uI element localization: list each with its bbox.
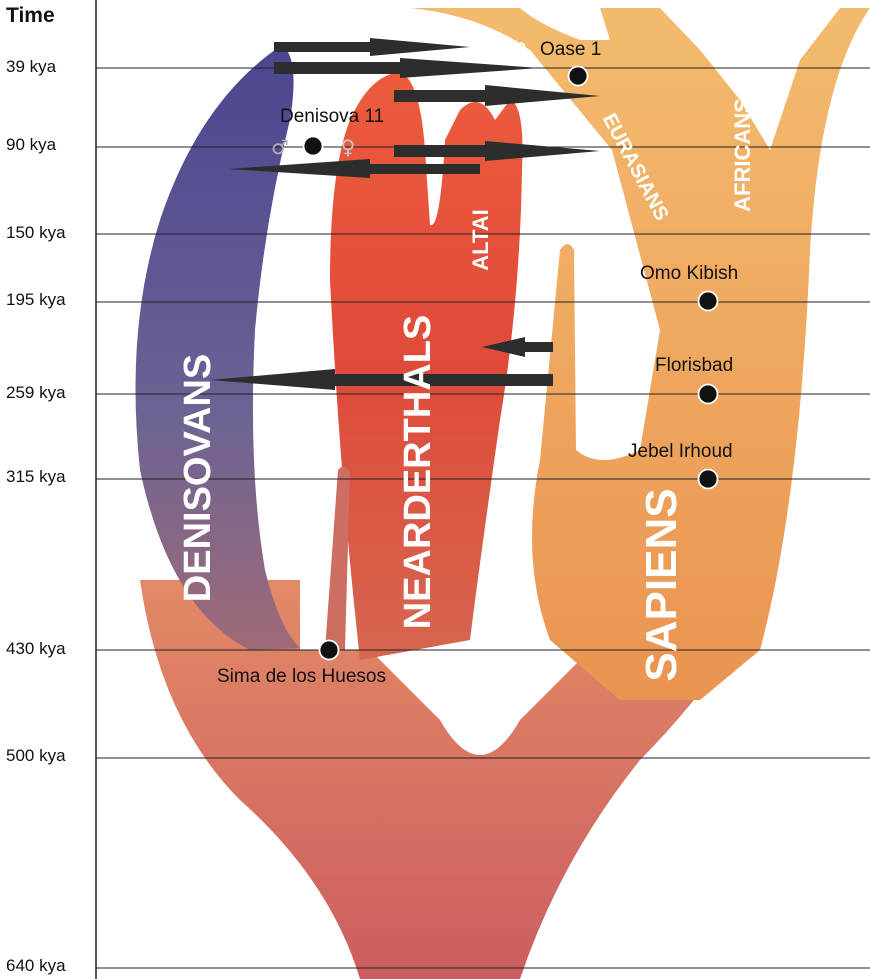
label-sapiens: SAPIENS — [637, 488, 686, 681]
label-neanderthals: NEARDERTHALS — [397, 315, 439, 630]
arrow-den-to-oase — [274, 58, 540, 78]
label-africans: AFRICANS — [730, 98, 755, 212]
tick-315: 315 kya — [6, 467, 66, 487]
female-symbol: ♀ — [341, 135, 356, 159]
axis-title: Time — [6, 4, 55, 28]
tick-500: 500 kya — [6, 746, 66, 766]
site-dot-florisbad — [699, 385, 718, 404]
site-dot-omo — [699, 292, 718, 311]
site-label-denisova: Denisova 11 — [280, 106, 384, 128]
tick-430: 430 kya — [6, 639, 66, 659]
site-label-sima: Sima de los Huesos — [217, 666, 386, 688]
site-label-jebel: Jebel Irhoud — [628, 441, 733, 463]
label-denisovans: DENISOVANS — [177, 354, 219, 602]
tick-150: 150 kya — [6, 223, 66, 243]
site-dot-jebel — [699, 470, 718, 489]
male-symbol: ♂ — [271, 135, 289, 159]
site-dot-sima — [320, 641, 339, 660]
site-label-florisbad: Florisbad — [655, 355, 733, 377]
tick-39: 39 kya — [6, 57, 56, 77]
tick-640: 640 kya — [6, 956, 66, 976]
site-dot-denisova — [304, 137, 323, 156]
label-altai: ALTAI — [468, 209, 493, 271]
site-dot-oase — [569, 67, 588, 86]
arrow-den-to-papuans — [274, 38, 470, 56]
tick-195: 195 kya — [6, 290, 66, 310]
tick-259: 259 kya — [6, 383, 66, 403]
sima-branch — [325, 466, 350, 650]
tick-90: 90 kya — [6, 135, 56, 155]
site-label-omo: Omo Kibish — [640, 263, 738, 285]
site-label-oase: Oase 1 — [540, 39, 601, 61]
